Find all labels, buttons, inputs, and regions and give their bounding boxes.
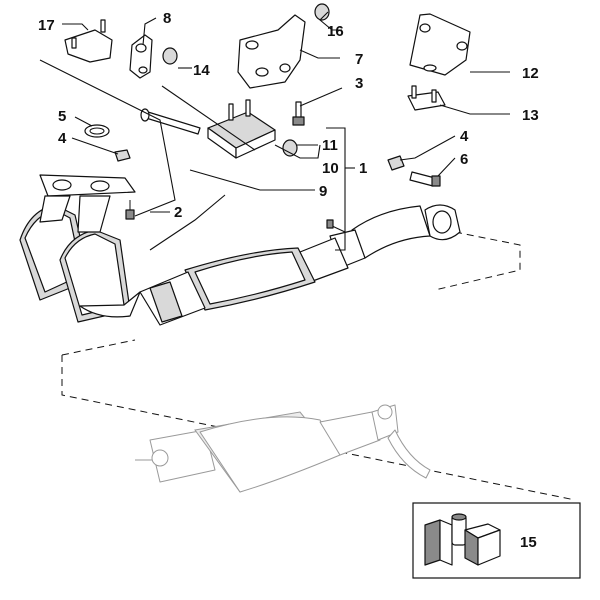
bracket-8 (129, 34, 153, 79)
nut-14 (162, 47, 178, 65)
nut-16 (314, 3, 330, 21)
callout-labels: 17 8 16 7 14 3 12 13 5 4 11 4 10 1 6 9 2 (38, 10, 539, 221)
callout-9: 9 (319, 183, 327, 200)
callout-1: 1 (359, 160, 367, 177)
callout-12: 12 (522, 65, 539, 82)
bolt-3 (292, 101, 305, 126)
kit-panel: 15 (412, 502, 581, 579)
callout-8: 8 (163, 10, 171, 27)
bracket-12 (409, 13, 471, 76)
callout-6: 6 (460, 151, 468, 168)
callout-5: 5 (58, 108, 66, 125)
callout-3: 3 (355, 75, 363, 92)
kit-box-icon (424, 513, 501, 566)
nut-right (387, 155, 405, 171)
rubber-mount (207, 99, 276, 159)
callout-13: 13 (522, 107, 539, 124)
gasket-ring (84, 124, 110, 138)
callout-17: 17 (38, 17, 55, 34)
bolt-6 (409, 171, 441, 187)
callout-7: 7 (355, 51, 363, 68)
nut-left (114, 149, 131, 162)
bolt-2 (125, 200, 135, 220)
reference-plane (61, 231, 576, 501)
callout-16: 16 (327, 23, 344, 40)
callout-11: 11 (322, 137, 338, 154)
mount-13 (407, 85, 446, 111)
callout-10: 10 (322, 160, 339, 177)
callout-14: 14 (193, 62, 210, 79)
exhaust-manifold-assembly (19, 174, 461, 326)
callout-15: 15 (520, 534, 537, 551)
callout-4-left: 4 (58, 130, 67, 147)
bracket-17 (64, 19, 113, 63)
ghost-assembly-view (135, 404, 431, 493)
bracket-7 (237, 14, 306, 89)
leader-lines (39, 11, 510, 251)
long-stud-bolt (140, 108, 201, 135)
nut-11 (282, 139, 298, 157)
callout-2: 2 (174, 204, 182, 221)
callout-4-right: 4 (460, 128, 469, 145)
